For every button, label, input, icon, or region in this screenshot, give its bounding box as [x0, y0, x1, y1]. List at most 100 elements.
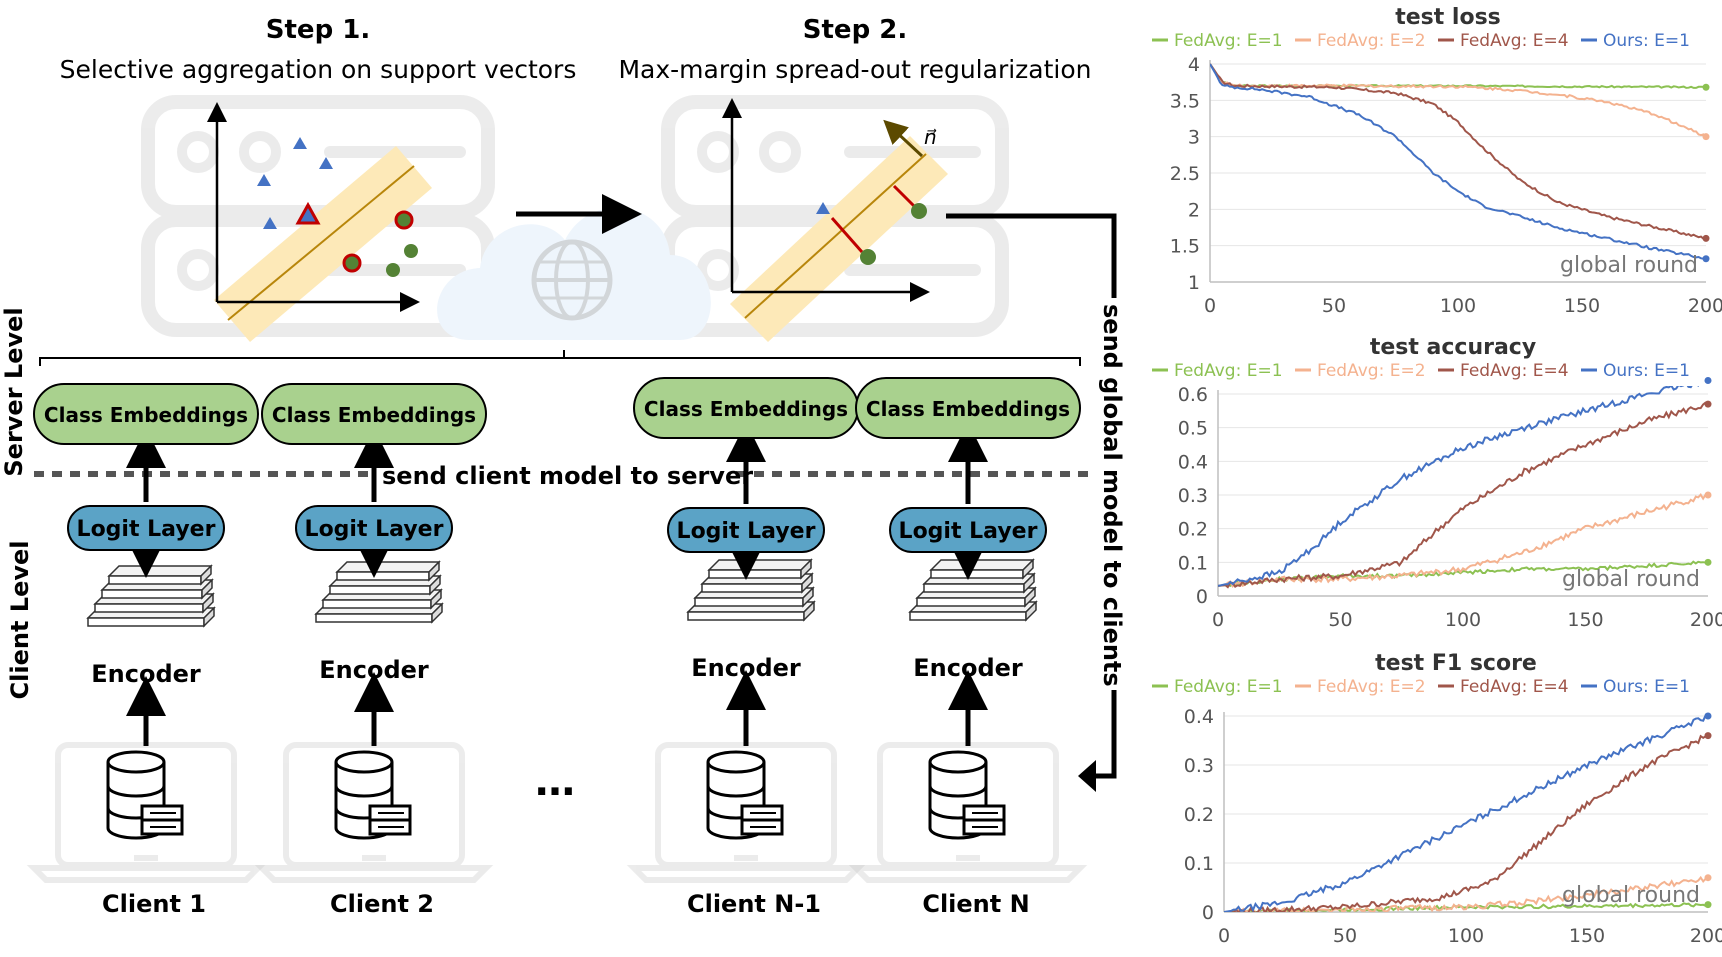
- decision-boundary: [227, 165, 415, 321]
- circle-point: [386, 263, 400, 277]
- support-circle: [394, 210, 414, 230]
- chart-title: test loss: [1395, 5, 1501, 30]
- client-level-label: Client Level: [6, 541, 34, 700]
- x-tick-label: 50: [1322, 295, 1346, 317]
- class-embeddings-box: Class Embeddings: [33, 383, 259, 445]
- series-end-marker: [1704, 400, 1712, 408]
- series-end-marker: [1704, 491, 1712, 499]
- x-tick-label: 0: [1204, 295, 1216, 317]
- step1-subtitle: Selective aggregation on support vectors: [60, 55, 577, 84]
- support-circle: [342, 253, 362, 273]
- ellipsis: …: [535, 759, 575, 805]
- database-icon: [106, 750, 184, 840]
- series-end-marker: [1702, 133, 1710, 141]
- y-tick-label: 3.5: [1170, 90, 1200, 112]
- step2-svm-plot: n⃗: [722, 98, 948, 342]
- send-client-label: send client model to server: [382, 462, 753, 490]
- logit-layer-label: Logit Layer: [899, 519, 1038, 544]
- logit-layer-box: Logit Layer: [67, 505, 225, 551]
- series-line: [1224, 734, 1709, 912]
- database-icon: [334, 750, 412, 840]
- series-line: [1210, 63, 1707, 261]
- series-end-marker: [1704, 377, 1712, 385]
- series-end-marker: [1704, 712, 1712, 720]
- triangle-point: [257, 174, 271, 186]
- y-tick-label: 0.6: [1178, 384, 1208, 406]
- client-label: Client N: [922, 890, 1029, 918]
- x-tick-label: 100: [1448, 925, 1484, 947]
- x-tick-label: 100: [1445, 609, 1481, 631]
- decision-boundary: [744, 153, 927, 319]
- x-tick-label: 200: [1690, 609, 1722, 631]
- legend-entry: FedAvg: E=1: [1174, 677, 1283, 697]
- x-tick-label: 0: [1212, 609, 1224, 631]
- class-embeddings-box: Class Embeddings: [261, 383, 487, 445]
- series-end-marker: [1704, 732, 1712, 740]
- y-tick-label: 2.5: [1170, 163, 1200, 185]
- legend-entry: FedAvg: E=4: [1460, 677, 1569, 697]
- class-embeddings-box: Class Embeddings: [633, 377, 859, 439]
- client-label: Client N-1: [687, 890, 821, 918]
- legend-entry: FedAvg: E=2: [1317, 31, 1426, 51]
- circle-point: [404, 244, 418, 258]
- y-tick-label: 0: [1202, 902, 1214, 924]
- x-tick-label: 50: [1333, 925, 1357, 947]
- series-end-marker: [1704, 874, 1712, 882]
- y-tick-label: 0.1: [1178, 552, 1208, 574]
- class-embeddings-label: Class Embeddings: [644, 397, 848, 421]
- x-tick-label: 150: [1569, 925, 1605, 947]
- series-line: [1210, 63, 1707, 240]
- chart-title: test F1 score: [1375, 651, 1537, 676]
- logit-layer-label: Logit Layer: [77, 517, 216, 542]
- send-global-label: send global model to clients: [1098, 304, 1126, 687]
- series-line: [1224, 713, 1709, 912]
- encoder-label: Encoder: [319, 656, 429, 684]
- y-tick-label: 0.4: [1184, 706, 1214, 728]
- cloud-icon: [437, 207, 711, 340]
- global-model-path: [946, 213, 1117, 779]
- logit-layer-box: Logit Layer: [667, 507, 825, 553]
- support-triangle: [295, 201, 321, 225]
- y-tick-label: 2: [1188, 199, 1200, 221]
- y-tick-label: 4: [1188, 54, 1200, 76]
- y-tick-label: 1.5: [1170, 236, 1200, 258]
- client-column: Encoder Logit Layer Class EmbeddingsClient…: [626, 377, 866, 918]
- circle-point: [860, 249, 876, 265]
- x-tick-label: 0: [1218, 925, 1230, 947]
- legend-entry: Ours: E=1: [1603, 677, 1690, 697]
- series-end-marker: [1702, 234, 1710, 242]
- encoder-stack-icon: [908, 558, 1038, 622]
- y-tick-label: 3: [1188, 127, 1200, 149]
- normal-vector: [883, 119, 924, 158]
- legend-entry: FedAvg: E=1: [1174, 31, 1283, 51]
- x-axis-label: global round: [1560, 253, 1698, 278]
- x-tick-label: 150: [1567, 609, 1603, 631]
- server-level-label: Server Level: [0, 307, 28, 476]
- legend-entry: Ours: E=1: [1603, 31, 1690, 51]
- series-end-marker: [1702, 83, 1710, 91]
- y-tick-label: 0.2: [1184, 804, 1214, 826]
- y-tick-label: 0.2: [1178, 519, 1208, 541]
- legend-entry: FedAvg: E=2: [1317, 677, 1426, 697]
- class-embeddings-label: Class Embeddings: [272, 403, 476, 427]
- series-line: [1218, 401, 1709, 589]
- x-tick-label: 50: [1328, 609, 1352, 631]
- global-model-arrowhead: [1078, 760, 1096, 792]
- series-end-marker: [1702, 255, 1710, 263]
- x-tick-label: 100: [1440, 295, 1476, 317]
- circle-point: [911, 203, 927, 219]
- x-tick-label: 200: [1688, 295, 1722, 317]
- step2-title: Step 2.: [803, 15, 907, 45]
- encoder-label: Encoder: [691, 654, 801, 682]
- margin-line: [892, 184, 916, 208]
- y-tick-label: 0.3: [1184, 755, 1214, 777]
- triangle-point: [263, 217, 277, 229]
- encoder-stack-icon: [686, 558, 816, 622]
- margin-line: [830, 217, 864, 253]
- legend-entry: FedAvg: E=4: [1460, 31, 1569, 51]
- series-line: [1210, 63, 1707, 89]
- class-embeddings-box: Class Embeddings: [855, 377, 1081, 439]
- database-icon: [928, 750, 1006, 840]
